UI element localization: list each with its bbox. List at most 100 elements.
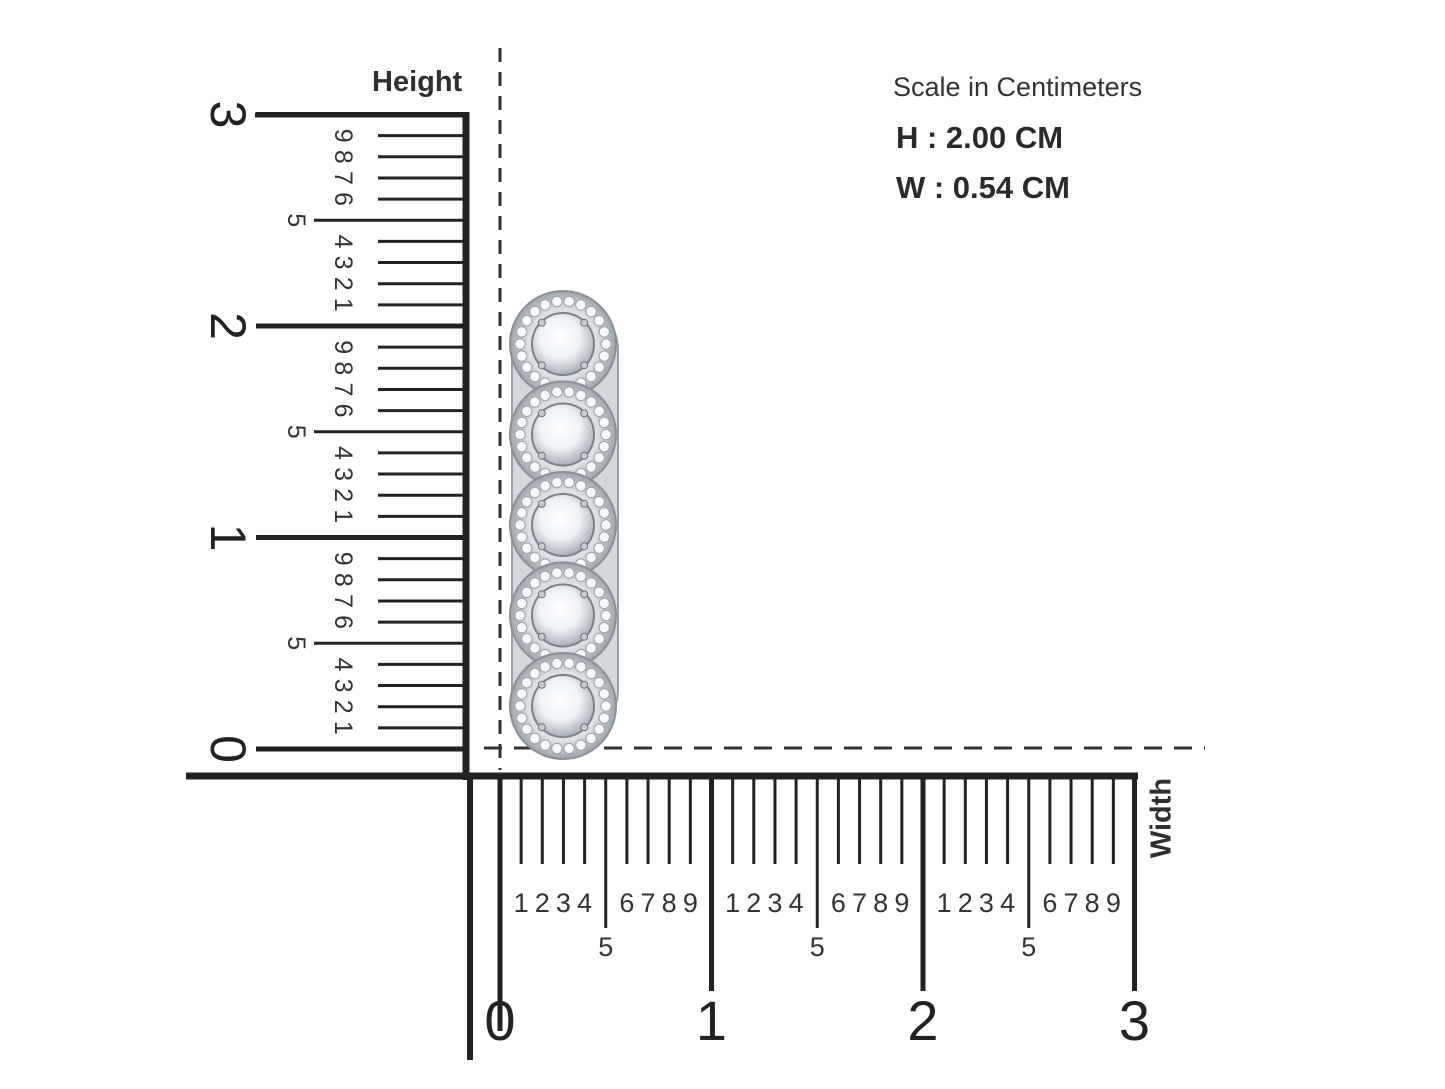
accent-stone — [585, 667, 597, 680]
width-minor-label: 5 — [810, 932, 825, 962]
width-minor-label: 4 — [1000, 888, 1015, 918]
width-dimension: W : 0.54 CM — [896, 170, 1070, 205]
height-minor-label: 8 — [329, 361, 357, 375]
center-stone — [531, 312, 595, 376]
accent-stone — [551, 295, 563, 308]
width-major-label: 3 — [1119, 989, 1150, 1052]
width-minor-label: 1 — [937, 888, 952, 918]
width-major-label: 1 — [696, 989, 727, 1052]
prong — [537, 680, 546, 689]
width-minor-label: 8 — [873, 888, 888, 918]
prong — [580, 590, 589, 599]
prong — [537, 361, 546, 370]
accent-stone — [539, 570, 551, 583]
height-minor-label: 9 — [329, 340, 357, 354]
accent-stone — [521, 586, 533, 598]
ruler-axes — [186, 112, 1138, 1060]
width-minor-label: 2 — [958, 888, 973, 918]
prong — [537, 542, 546, 551]
width-ruler-ticks — [497, 776, 1137, 1031]
accent-stone — [516, 440, 528, 453]
accent-stone — [539, 480, 551, 492]
accent-stone — [539, 739, 551, 751]
height-minor-label: 2 — [329, 277, 357, 291]
width-minor-label: 4 — [789, 888, 804, 918]
accent-stone — [521, 361, 533, 373]
accent-stone — [598, 507, 610, 519]
height-minor-label: 9 — [329, 552, 357, 566]
center-stone — [531, 402, 595, 467]
height-minor-label: 4 — [329, 446, 357, 460]
accent-stone — [593, 405, 605, 417]
prong — [580, 632, 589, 641]
accent-stone — [563, 657, 575, 670]
accent-stone — [514, 700, 526, 712]
prong — [537, 318, 546, 327]
accent-stone — [585, 486, 597, 499]
height-minor-label: 1 — [329, 721, 357, 735]
accent-stone — [514, 338, 526, 350]
accent-stone — [585, 732, 597, 745]
prong — [580, 542, 589, 551]
accent-stone — [585, 396, 597, 408]
accent-stone — [514, 519, 526, 531]
height-minor-label: 5 — [282, 213, 310, 227]
prong — [580, 680, 589, 689]
accent-stone — [516, 597, 528, 610]
accent-stone — [598, 350, 610, 362]
center-stone — [531, 493, 595, 557]
height-minor-label: 1 — [329, 298, 357, 312]
accent-stone — [563, 386, 575, 398]
width-minor-label: 1 — [725, 888, 740, 918]
scale-title: Scale in Centimeters — [893, 72, 1143, 102]
width-minor-label: 9 — [894, 888, 909, 918]
accent-stone — [575, 389, 587, 402]
prong — [537, 409, 546, 418]
dashed-guides — [484, 48, 1205, 770]
height-minor-label: 3 — [329, 679, 357, 693]
accent-stone — [516, 531, 528, 543]
width-minor-label: 5 — [598, 932, 613, 962]
accent-stone — [529, 642, 541, 654]
accent-stone — [598, 621, 610, 634]
accent-stone — [585, 370, 597, 383]
height-minor-label: 3 — [329, 256, 357, 270]
accent-stone — [514, 609, 526, 622]
height-minor-label: 4 — [329, 657, 357, 671]
accent-stone — [593, 677, 605, 689]
accent-stone — [593, 315, 605, 327]
accent-stone — [514, 428, 526, 441]
center-stone — [531, 674, 595, 738]
accent-stone — [600, 338, 612, 350]
accent-stone — [551, 476, 563, 489]
prong — [537, 723, 546, 732]
accent-stone — [593, 723, 605, 735]
prong — [580, 451, 589, 460]
height-major-label: 2 — [200, 312, 256, 340]
height-minor-label: 7 — [329, 171, 357, 185]
width-minor-label: 5 — [1021, 932, 1036, 962]
height-major-label: 0 — [200, 735, 256, 763]
prong — [580, 499, 589, 508]
earring-illustration — [509, 290, 619, 760]
accent-stone — [563, 476, 575, 489]
width-minor-label: 7 — [852, 888, 867, 918]
accent-stone — [563, 742, 575, 755]
width-minor-label: 2 — [746, 888, 761, 918]
height-minor-label: 3 — [329, 467, 357, 481]
width-minor-label: 1 — [514, 888, 529, 918]
accent-stone — [529, 396, 541, 408]
width-major-label: 0 — [484, 989, 515, 1052]
prong — [580, 318, 589, 327]
accent-stone — [585, 577, 597, 589]
accent-stone — [516, 621, 528, 634]
height-minor-label: 7 — [329, 382, 357, 396]
width-minor-label: 4 — [577, 888, 592, 918]
accent-stone — [563, 295, 575, 308]
accent-stone — [516, 350, 528, 362]
accent-stone — [529, 577, 541, 589]
